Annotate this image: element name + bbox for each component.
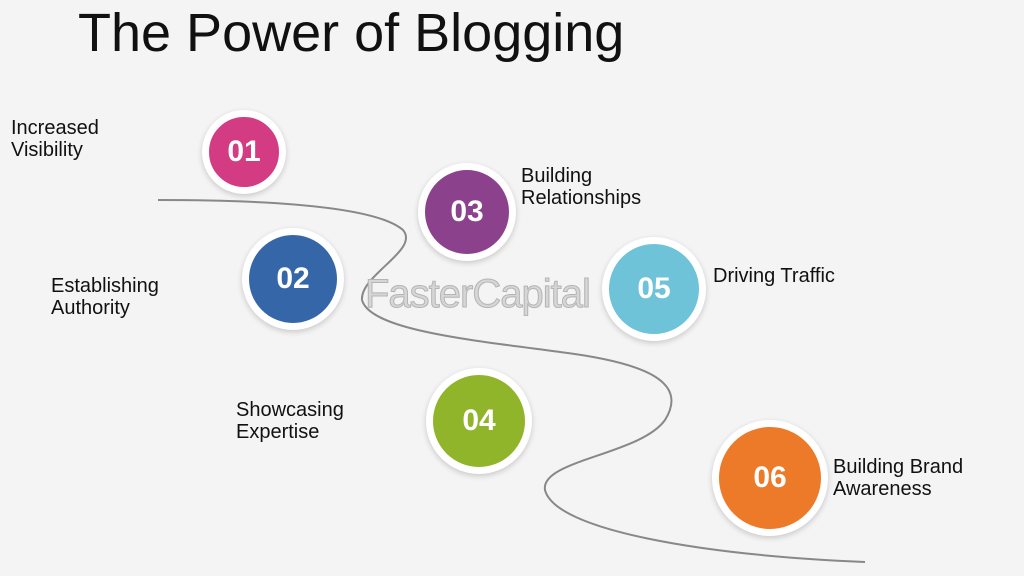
watermark: FasterCapital (365, 272, 592, 317)
step-circle-05: 05 (602, 237, 706, 341)
step-number: 03 (450, 195, 484, 228)
step-circle-04: 04 (426, 368, 532, 474)
page-title: The Power of Blogging (78, 3, 625, 63)
step-number: 04 (462, 404, 496, 437)
label-line: Relationships (521, 187, 642, 209)
label-line: Showcasing (236, 399, 344, 421)
step-number: 02 (276, 262, 310, 295)
step-number: 06 (753, 461, 787, 494)
label-line: Increased (11, 117, 99, 139)
step-number: 01 (227, 135, 261, 168)
step-circle-01: 01 (202, 110, 286, 194)
step-label-05: Driving Traffic (713, 265, 835, 287)
label-line: Expertise (236, 421, 320, 443)
label-line: Establishing (51, 275, 159, 297)
step-circle-03: 03 (418, 163, 516, 261)
step-number: 05 (637, 272, 671, 305)
label-line: Building Brand (833, 456, 964, 478)
label-line: Driving Traffic (713, 265, 835, 287)
label-line: Awareness (833, 478, 932, 500)
step-circle-02: 02 (242, 228, 344, 330)
label-line: Authority (51, 297, 130, 319)
label-line: Building (521, 165, 593, 187)
label-line: Visibility (11, 139, 83, 161)
step-circle-06: 06 (712, 420, 828, 536)
